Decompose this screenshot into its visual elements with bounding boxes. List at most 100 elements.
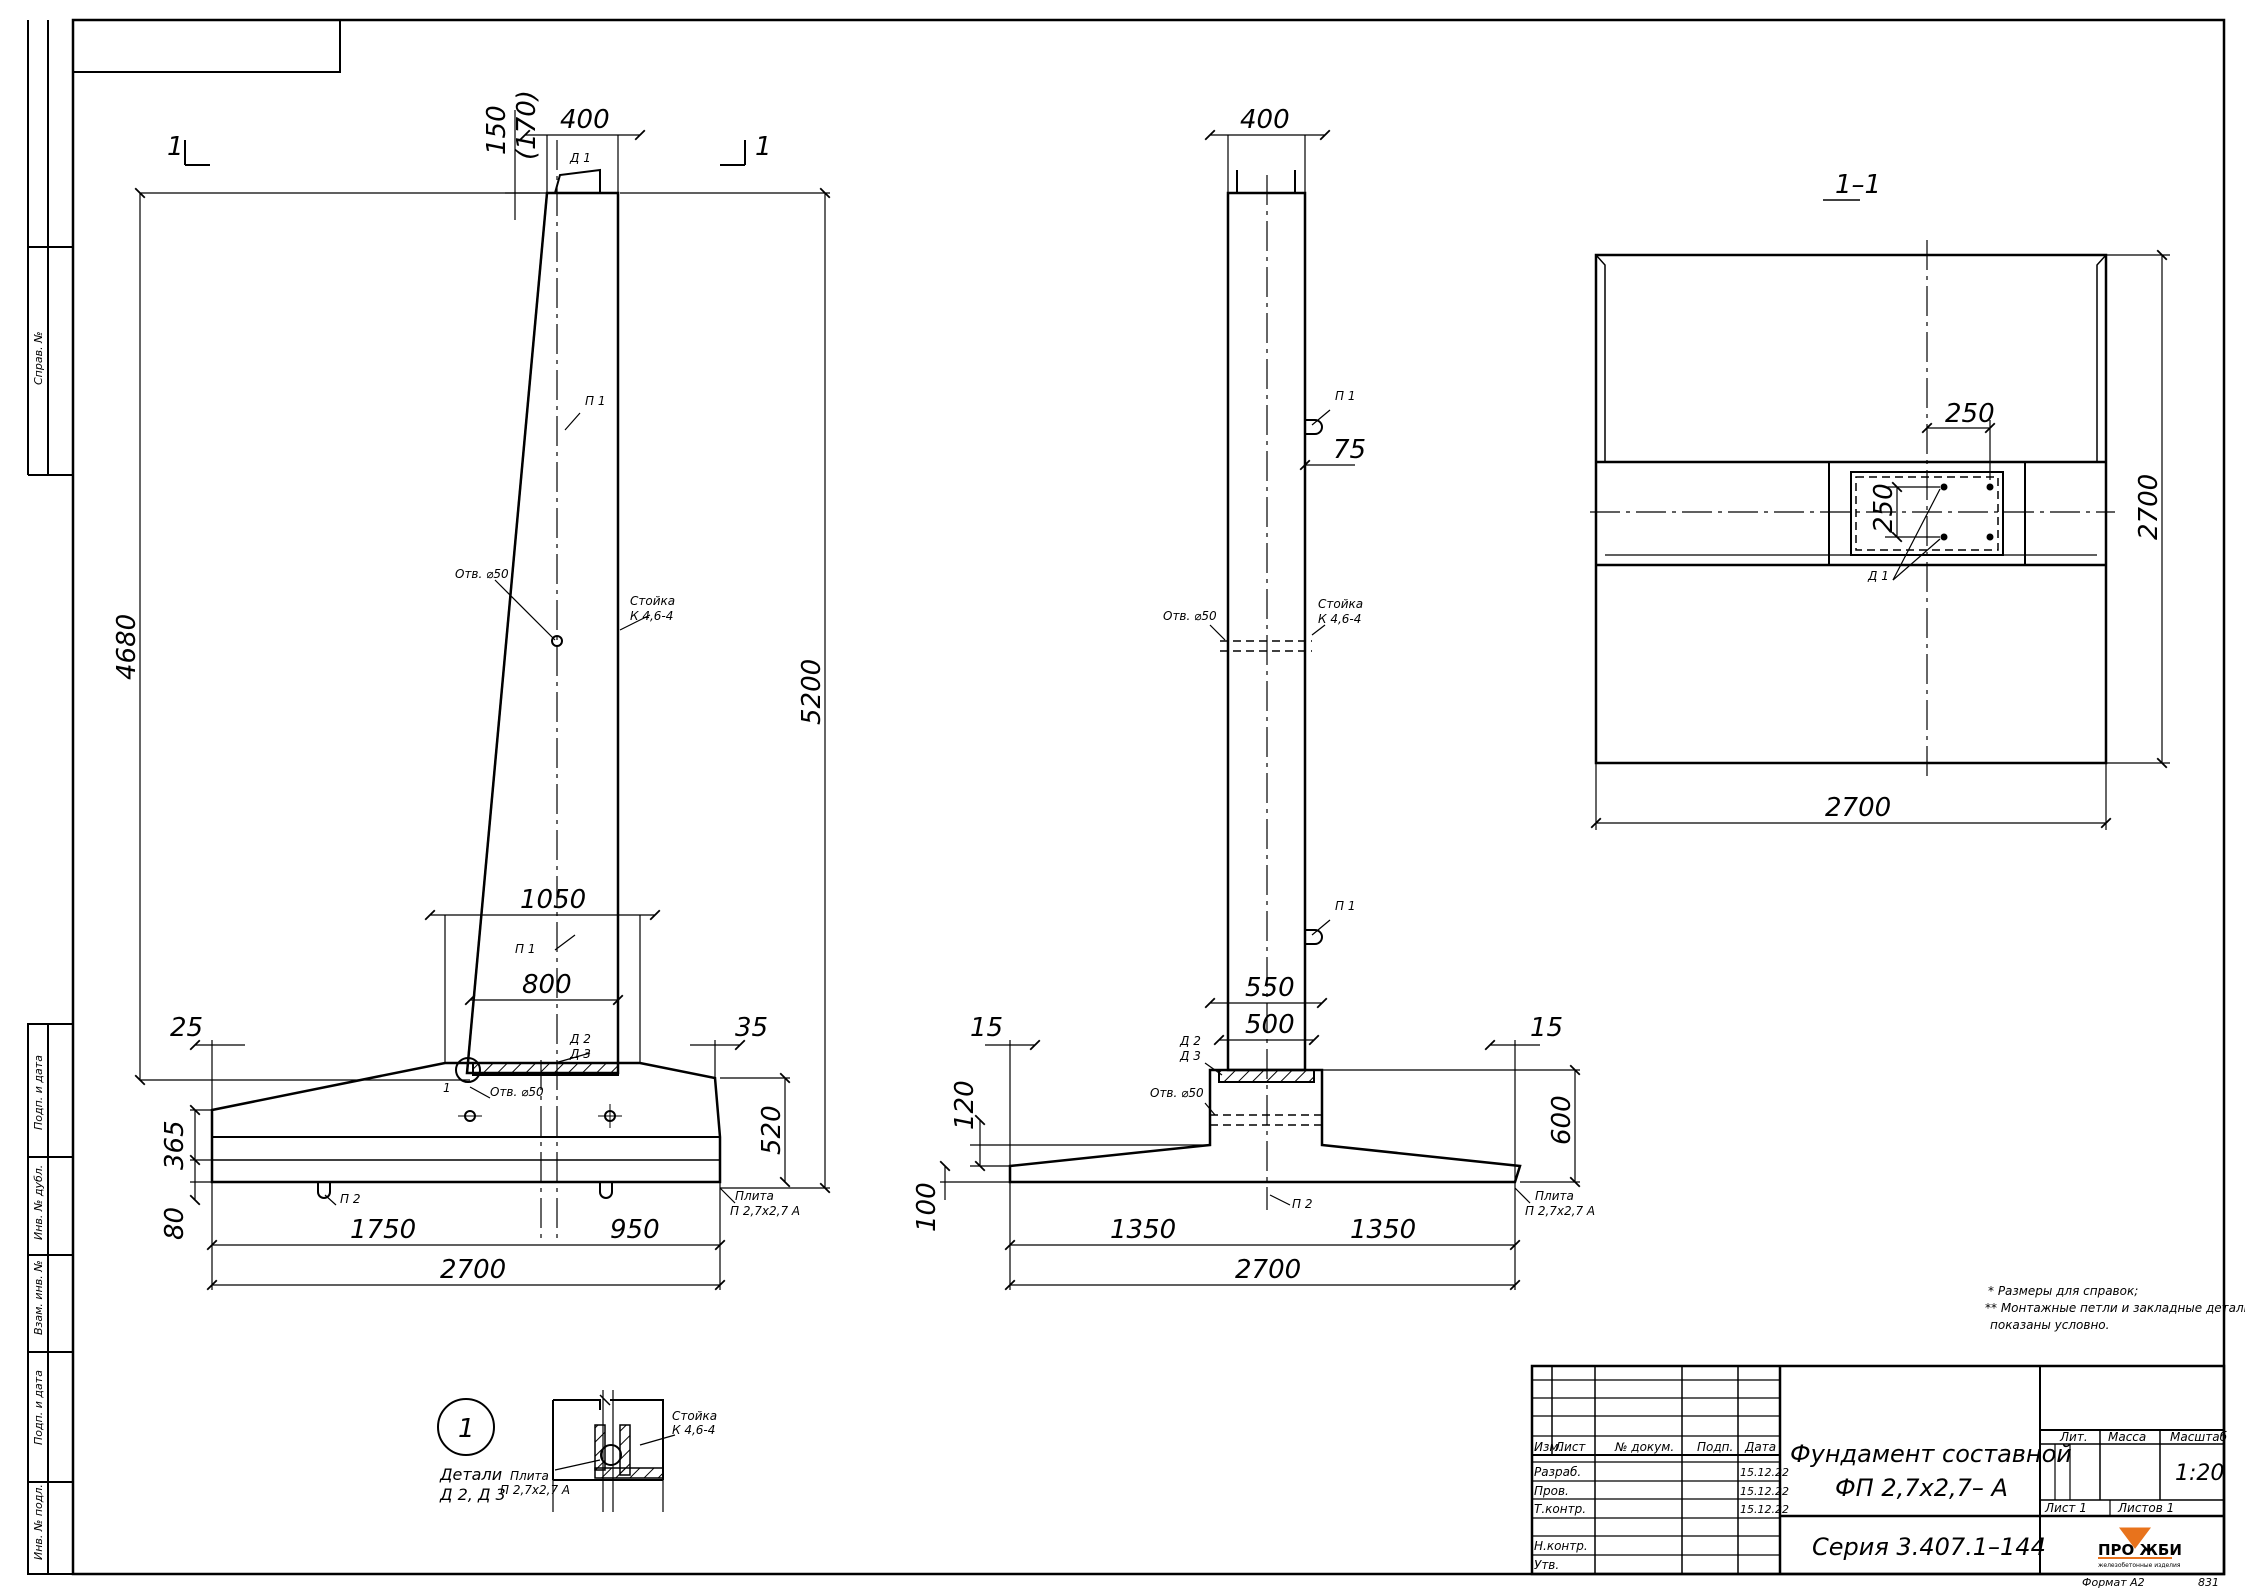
- side-label-stoyka: Стойка: [1318, 597, 1363, 611]
- side-dim-400: 400: [1240, 105, 1290, 135]
- side-label-plita: Плита: [1535, 1189, 1574, 1203]
- front-label-plita: Плита: [735, 1189, 774, 1203]
- title-block-text: Изм. Лист № докум. Подп. Дата Разраб. Пр…: [1534, 1430, 2228, 1588]
- sheet-frame: [27, 18, 2226, 1576]
- podp-data-label-1: Подп. и дата: [32, 1055, 45, 1130]
- tb-date-2: 15.12.22: [1740, 1485, 1789, 1498]
- side-loop-p1-top: [1305, 419, 1323, 435]
- front-dim-520: 520: [757, 1105, 787, 1155]
- front-dim-1050: 1050: [520, 885, 586, 915]
- side-dim-75: 75: [1333, 435, 1366, 465]
- front-detail-mark: 1: [443, 1081, 451, 1095]
- front-label-hole-top: Отв. ⌀50: [455, 567, 509, 581]
- front-dim-365: 365: [160, 1120, 190, 1170]
- front-label-d2: Д 2: [569, 1032, 591, 1046]
- tb-date-3: 15.12.22: [1740, 1503, 1789, 1516]
- note-line-3: показаны условно.: [1990, 1318, 2109, 1332]
- section-dim-250-h: 250: [1945, 399, 1995, 429]
- detail-caption-line1: Детали: [439, 1465, 502, 1484]
- front-label-d3: Д 3: [569, 1047, 591, 1061]
- front-label-stoyka: Стойка: [630, 594, 675, 608]
- front-label-plita-code: П 2,7х2,7 А: [730, 1204, 800, 1218]
- side-loop-top: [1236, 170, 1296, 193]
- side-label-p2: П 2: [1292, 1197, 1312, 1211]
- side-label-d3: Д 3: [1179, 1049, 1201, 1063]
- detail-outline: [553, 1399, 664, 1481]
- tb-series: Серия 3.407.1–144: [1812, 1533, 2046, 1561]
- side-view-text: 400 75 550 500 15 15 120 600 100 1350 13…: [912, 105, 1595, 1285]
- front-label-p1-bottom: П 1: [515, 942, 535, 956]
- section-label-d1: Д 1: [1867, 569, 1889, 583]
- section-mark-left-label: 1: [167, 132, 184, 162]
- front-loop-p2-1: [317, 1182, 331, 1199]
- detail-label-stoyka: Стойка: [672, 1409, 717, 1423]
- tb-scale: 1:20: [2175, 1461, 2224, 1486]
- section-view-text: 1–1 250 250 2700 2700 Д 1: [1825, 170, 2164, 823]
- section-view: [1590, 199, 2170, 830]
- tb-col-list: Лист: [1554, 1440, 1586, 1454]
- tb-col-podp: Подп.: [1697, 1440, 1733, 1454]
- section-dim-2700-v: 2700: [2134, 474, 2164, 540]
- tb-massa: Масса: [2108, 1430, 2146, 1444]
- detail-label-plita: Плита: [510, 1469, 549, 1483]
- inv-dubl-label: Инв. № дубл.: [32, 1165, 45, 1240]
- logo-mark: [2119, 1527, 2151, 1549]
- side-leader-lines: [1204, 409, 1531, 1206]
- section-mark-right-label: 1: [755, 132, 772, 162]
- front-dim-5200: 5200: [797, 659, 827, 725]
- front-dim-800: 800: [522, 970, 572, 1000]
- side-dim-1350-left: 1350: [1110, 1215, 1176, 1245]
- front-dim-25: 25: [170, 1013, 203, 1043]
- sheet-code: 831: [2198, 1576, 2219, 1588]
- tb-col-data: Дата: [1744, 1440, 1776, 1454]
- side-label-plita-code: П 2,7х2,7 А: [1525, 1204, 1595, 1218]
- front-label-stoyka-code: К 4,6-4: [630, 609, 673, 623]
- front-dim-1750: 1750: [350, 1215, 416, 1245]
- side-dim-2700: 2700: [1235, 1255, 1301, 1285]
- front-label-d1: Д 1: [569, 151, 591, 165]
- front-loop-p2-2: [599, 1182, 613, 1199]
- detail-label-stoyka-code: К 4,6-4: [672, 1423, 715, 1437]
- vzam-inv-label: Взам. инв. №: [32, 1260, 45, 1335]
- note-line-2: ** Монтажные петли и закладные детали: [1985, 1301, 2245, 1315]
- side-joint-hatch: [1218, 1069, 1315, 1083]
- sheet-format: Формат А2: [2082, 1576, 2145, 1588]
- front-view: [134, 110, 831, 1291]
- logo-subtext: железобетонные изделия: [2098, 1562, 2181, 1569]
- detail-number-circle: [437, 1398, 495, 1456]
- side-label-stoyka-code: К 4,6-4: [1318, 612, 1361, 626]
- front-view-text: 1 1 400 150 (170) 4680 5200 1050 800 25 …: [112, 90, 827, 1285]
- detail-hatch-horizontal: [594, 1467, 664, 1479]
- side-dim-15-left: 15: [970, 1013, 1003, 1043]
- title-block: [1530, 1364, 2226, 1576]
- side-dimension-lines: [939, 129, 1581, 1291]
- logo-text: ПРО ЖБИ: [2098, 1541, 2182, 1559]
- front-joint-hatch: [472, 1062, 619, 1076]
- tb-listov: Листов 1: [2117, 1501, 2174, 1515]
- front-column-inner-edge: [466, 192, 548, 1074]
- podp-data-label-2: Подп. и дата: [32, 1370, 45, 1445]
- front-label-p2: П 2: [340, 1192, 360, 1206]
- front-dim-170: (170): [512, 90, 542, 160]
- tb-col-dokum: № докум.: [1614, 1440, 1674, 1454]
- side-view: [939, 129, 1581, 1291]
- tb-title-line1: Фундамент составной: [1790, 1440, 2072, 1468]
- front-dim-950: 950: [610, 1215, 660, 1245]
- side-label-p1-bottom: П 1: [1335, 899, 1355, 913]
- side-dim-550: 550: [1245, 973, 1295, 1003]
- side-loop-p1-bottom: [1305, 929, 1323, 945]
- section-title: 1–1: [1835, 170, 1881, 200]
- tb-masshtab: Масштаб: [2170, 1430, 2228, 1444]
- tb-col-izm: Изм.: [1534, 1440, 1562, 1454]
- front-column-outline: [465, 191, 620, 1075]
- front-dim-2700: 2700: [440, 1255, 506, 1285]
- section-dim-250-v: 250: [1869, 483, 1899, 533]
- front-dim-4680: 4680: [112, 614, 142, 680]
- tb-lit: Лит.: [2059, 1430, 2088, 1444]
- tb-row-utv: Утв.: [1534, 1558, 1559, 1572]
- front-label-hole-bottom: Отв. ⌀50: [490, 1085, 544, 1099]
- front-dim-150: 150: [482, 105, 512, 155]
- detail-caption-line2: Д 2, Д 3: [439, 1485, 506, 1504]
- detail-number: 1: [458, 1414, 475, 1444]
